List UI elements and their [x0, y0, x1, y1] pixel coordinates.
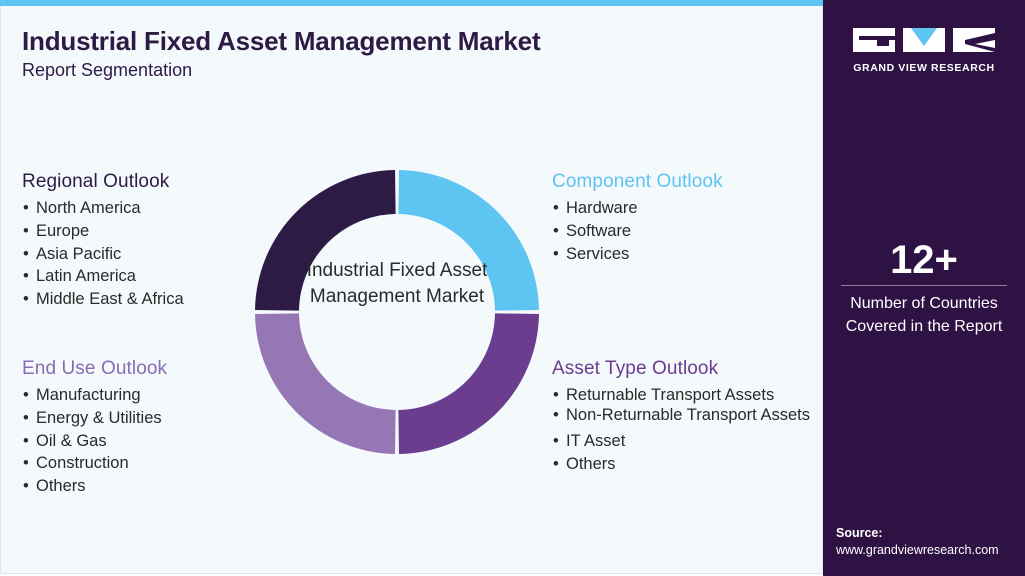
list-item: Hardware: [552, 197, 723, 220]
list-item: Latin America: [22, 265, 184, 288]
segment-heading: Component Outlook: [552, 171, 723, 192]
list-item: Others: [22, 475, 167, 498]
list-item: Oil & Gas: [22, 430, 167, 453]
list-item: Non-Returnable Transport Assets: [552, 406, 812, 424]
list-item: Manufacturing: [22, 384, 167, 407]
page-subtitle: Report Segmentation: [22, 60, 193, 80]
donut-segment-asset-type-outlook: [398, 313, 539, 454]
list-item: Returnable Transport Assets: [552, 384, 812, 407]
gvr-logo-icon: [853, 28, 995, 52]
page-title: Industrial Fixed Asset Management Market: [22, 26, 541, 56]
list-item: Europe: [22, 220, 184, 243]
list-item: Software: [552, 220, 723, 243]
stat-value: 12+: [890, 238, 958, 282]
list-item: Services: [552, 243, 723, 266]
accent-bar: [0, 0, 823, 6]
list-item: Energy & Utilities: [22, 407, 167, 430]
donut-segment-end-use-outlook: [255, 313, 396, 454]
list-item: IT Asset: [552, 430, 812, 453]
donut-segment-component-outlook: [398, 170, 539, 311]
segment-regional-outlook: Regional Outlook North America Europe As…: [22, 171, 184, 311]
source-label: Source:: [836, 526, 883, 540]
segment-component-outlook: Component Outlook Hardware Software Serv…: [552, 171, 723, 265]
segment-asset-type-outlook: Asset Type Outlook Returnable Transport …: [552, 358, 812, 475]
segment-end-use-outlook: End Use Outlook Manufacturing Energy & U…: [22, 358, 167, 498]
sidebar-panel: GRAND VIEW RESEARCH 12+ Number of Countr…: [823, 0, 1025, 576]
donut-center-label: Industrial Fixed Asset Management Market: [306, 260, 488, 307]
donut-segment-regional-outlook: [255, 170, 396, 311]
list-item: Others: [552, 453, 812, 476]
list-item: North America: [22, 197, 184, 220]
stat-label-line-1: Number of Countries: [850, 295, 998, 312]
list-item: Middle East & Africa: [22, 288, 184, 311]
list-item: Construction: [22, 452, 167, 475]
stat-label-line-2: Covered in the Report: [845, 318, 1003, 335]
segmentation-donut: [255, 170, 539, 454]
segment-heading: Asset Type Outlook: [552, 358, 719, 379]
segment-heading: Regional Outlook: [22, 171, 170, 192]
brand-name: GRAND VIEW RESEARCH: [853, 62, 995, 74]
stat-label: Number of Countries Covered in the Repor…: [823, 292, 1025, 338]
segment-heading: End Use Outlook: [22, 358, 168, 379]
list-item: Asia Pacific: [22, 243, 184, 266]
source-link[interactable]: www.grandviewresearch.com: [836, 543, 999, 557]
divider: [841, 285, 1007, 286]
